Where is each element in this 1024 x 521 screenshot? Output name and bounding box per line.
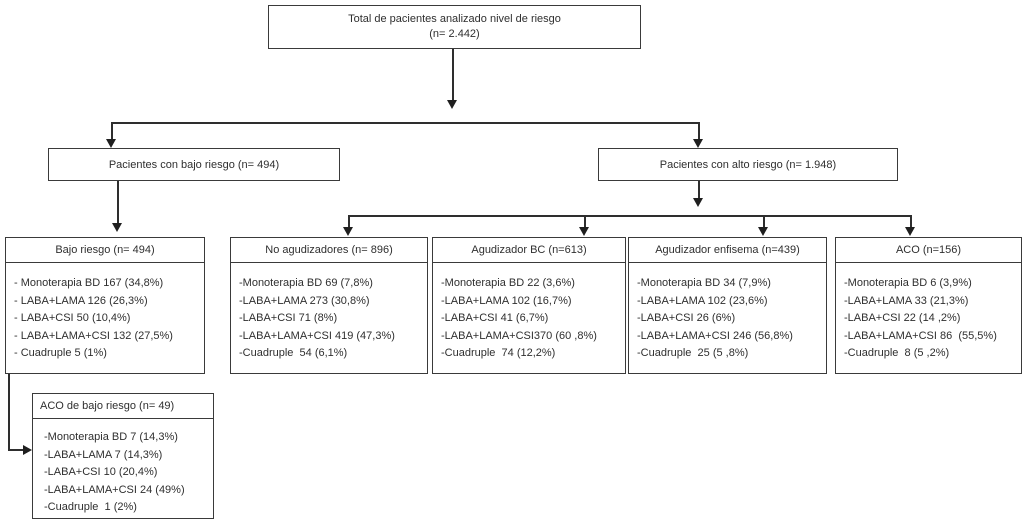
treatment-item: -LABA+CSI 41 (6,7%): [441, 312, 549, 324]
connector-highrisk-down: [698, 181, 700, 199]
treatment-item: -Monoterapia BD 34 (7,9%): [637, 277, 771, 289]
connector-low-drop: [111, 122, 113, 139]
treatment-item: - LABA+LAMA 126 (26,3%): [14, 294, 148, 307]
group-header: Agudizador enfisema (n=439): [629, 238, 826, 263]
group-header: Bajo riesgo (n= 494): [6, 238, 204, 263]
treatment-item: -Monoterapia BD 6 (3,9%): [844, 277, 972, 289]
arrowhead-down-icon: [693, 198, 703, 207]
arrowhead-right-icon: [23, 444, 32, 455]
total-patients-count: (n= 2.442): [429, 28, 480, 40]
connector-drop-aco: [910, 215, 912, 228]
high-risk-patients-label: Pacientes con alto riesgo (n= 1.948): [659, 158, 837, 171]
treatment-item: -Monoterapia BD 22 (3,6%): [441, 277, 575, 289]
treatment-item: -Cuadruple 74 (12,2%): [441, 347, 556, 359]
treatment-list: -Monoterapia BD 6 (3,9%) -LABA+LAMA 33 (…: [836, 263, 1021, 363]
connector-drop-nonexacerbators: [348, 215, 350, 228]
treatment-item: - LABA+CSI 50 (10,4%): [14, 312, 131, 324]
arrowhead-down-icon: [343, 227, 353, 236]
treatment-list: -Monoterapia BD 69 (7,8%) -LABA+LAMA 273…: [231, 263, 427, 363]
total-patients-label: Total de pacientes analizado nivel de ri…: [348, 13, 561, 25]
treatment-item: -Cuadruple 25 (5 ,8%): [637, 347, 749, 359]
arrowhead-down-icon: [905, 227, 915, 236]
arrowhead-down-icon: [112, 223, 122, 232]
group-header: No agudizadores (n= 896): [231, 238, 427, 263]
treatment-item: -Monoterapia BD 7 (14,3%): [44, 431, 178, 443]
connector-high-drop: [698, 122, 700, 139]
treatment-item: -LABA+CSI 10 (20,4%): [44, 466, 158, 478]
treatment-item: -Cuadruple 1 (2%): [44, 501, 137, 513]
box-low-risk-patients: Pacientes con bajo riesgo (n= 494): [48, 148, 340, 181]
connector-distribution-horizontal: [348, 215, 912, 217]
treatment-item: -LABA+LAMA+CSI 24 (49%): [44, 483, 185, 496]
treatment-item: -LABA+CSI 22 (14 ,2%): [844, 312, 961, 324]
treatment-item: -LABA+LAMA+CSI370 (60 ,8%): [441, 329, 597, 342]
arrowhead-down-icon: [447, 100, 457, 109]
low-risk-patients-label: Pacientes con bajo riesgo (n= 494): [108, 158, 280, 171]
treatment-item: -LABA+LAMA+CSI 86 (55,5%): [844, 329, 997, 342]
treatment-item: -LABA+LAMA 273 (30,8%): [239, 294, 370, 307]
box-total-patients: Total de pacientes analizado nivel de ri…: [268, 5, 641, 49]
connector-drop-emphysema: [763, 215, 765, 228]
box-exacerbator-emphysema: Agudizador enfisema (n=439) -Monoterapia…: [628, 237, 827, 374]
arrowhead-down-icon: [106, 139, 116, 148]
box-exacerbator-cb: Agudizador BC (n=613) -Monoterapia BD 22…: [432, 237, 626, 374]
arrowhead-down-icon: [758, 227, 768, 236]
treatment-item: - Cuadruple 5 (1%): [14, 347, 107, 359]
box-low-risk-treatments: Bajo riesgo (n= 494) - Monoterapia BD 16…: [5, 237, 205, 374]
box-aco: ACO (n=156) -Monoterapia BD 6 (3,9%) -LA…: [835, 237, 1022, 374]
treatment-item: -LABA+LAMA+CSI 246 (56,8%): [637, 329, 793, 342]
box-high-risk-patients: Pacientes con alto riesgo (n= 1.948): [598, 148, 898, 181]
group-header: ACO de bajo riesgo (n= 49): [33, 394, 213, 419]
treatment-list: -Monoterapia BD 7 (14,3%) -LABA+LAMA 7 (…: [33, 419, 213, 517]
treatment-item: -Cuadruple 8 (5 ,2%): [844, 347, 950, 359]
treatment-item: -LABA+LAMA 33 (21,3%): [844, 294, 969, 307]
group-header: ACO (n=156): [836, 238, 1021, 263]
connector-lowrisk-down: [117, 181, 119, 223]
treatment-item: -LABA+LAMA+CSI 419 (47,3%): [239, 329, 395, 342]
treatment-item: -Cuadruple 54 (6,1%): [239, 347, 348, 359]
connector-acolow-down: [8, 374, 10, 451]
treatment-item: -LABA+CSI 71 (8%): [239, 312, 338, 324]
treatment-item: -LABA+CSI 26 (6%): [637, 312, 736, 324]
connector-acolow-horizontal: [8, 449, 24, 451]
treatment-item: -Monoterapia BD 69 (7,8%): [239, 277, 373, 289]
treatment-item: - Monoterapia BD 167 (34,8%): [14, 277, 164, 289]
connector-drop-cb: [584, 215, 586, 228]
treatment-item: -LABA+LAMA 102 (23,6%): [637, 294, 768, 307]
treatment-list: -Monoterapia BD 22 (3,6%) -LABA+LAMA 102…: [433, 263, 625, 363]
treatment-list: - Monoterapia BD 167 (34,8%) - LABA+LAMA…: [6, 263, 204, 363]
treatment-list: -Monoterapia BD 34 (7,9%) -LABA+LAMA 102…: [629, 263, 826, 363]
arrowhead-down-icon: [693, 139, 703, 148]
treatment-item: -LABA+LAMA 102 (16,7%): [441, 294, 572, 307]
connector-total-down: [452, 49, 454, 101]
group-header: Agudizador BC (n=613): [433, 238, 625, 263]
arrowhead-down-icon: [579, 227, 589, 236]
connector-split-horizontal: [111, 122, 700, 124]
treatment-item: - LABA+LAMA+CSI 132 (27,5%): [14, 329, 173, 342]
box-aco-low-risk: ACO de bajo riesgo (n= 49) -Monoterapia …: [32, 393, 214, 519]
treatment-item: -LABA+LAMA 7 (14,3%): [44, 448, 163, 461]
box-non-exacerbators: No agudizadores (n= 896) -Monoterapia BD…: [230, 237, 428, 374]
